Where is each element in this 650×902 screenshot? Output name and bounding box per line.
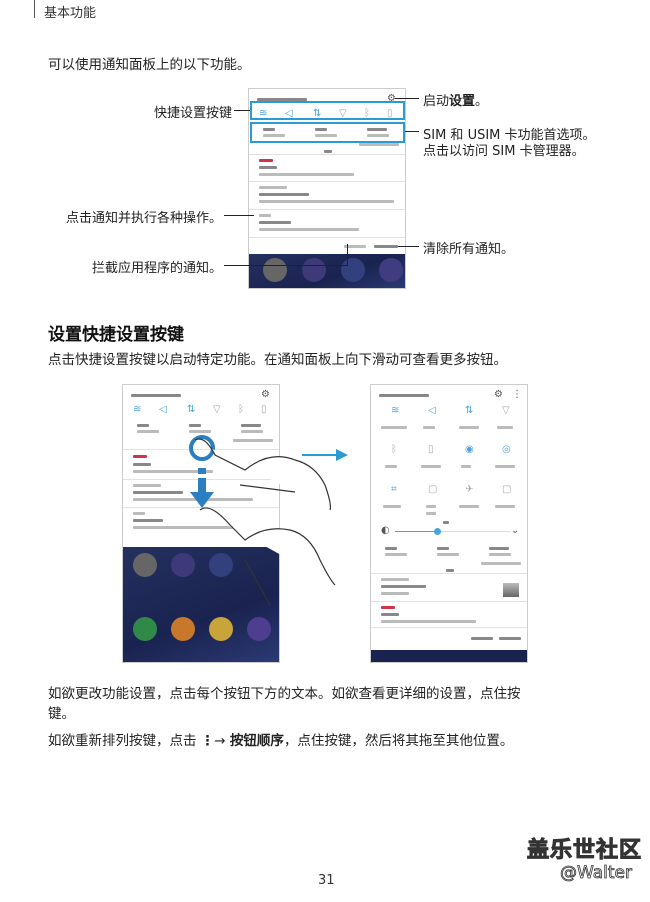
callout-quick-settings: 快捷设置按键	[153, 106, 232, 121]
callout-clear-all: 清除所有通知。	[423, 242, 515, 257]
swipe-down-screenshot: ⚙ ≋◁⇅▽ᛒ▯	[122, 384, 280, 663]
more-options-icon: ⋮	[200, 733, 215, 749]
watermark-user: @Walter	[560, 863, 633, 884]
gear-icon: ⚙	[494, 389, 503, 400]
brightness-slider	[395, 531, 510, 532]
swipe-gesture-illustration	[189, 435, 336, 606]
expanded-panel-screenshot: ⚙ ⋮ ≋◁⇅▽ ᛒ▯◉◎ ⌗▢✈▢ ◐ ⌄	[370, 384, 528, 663]
section-description: 点击快捷设置按键以启动特定功能。在通知面板上向下滑动可查看更多按钮。	[48, 352, 507, 368]
note2: 如欲重新排列按键，点击 ⋮→ 按钮顺序，点住按键，然后将其拖至其他位置。	[48, 733, 514, 749]
quick-settings-highlight	[250, 101, 405, 120]
note1-line2: 键。	[48, 706, 75, 722]
wifi-icon: ≋	[259, 108, 268, 119]
page-number: 31	[318, 873, 335, 888]
callout-sim-line2: 点击以访问 SIM 卡管理器。	[423, 144, 585, 159]
note1-line1: 如欲更改功能设置，点击每个按钮下方的文本。如欲查看更详细的设置，点住按	[48, 686, 521, 702]
section-heading: 设置快捷设置按键	[48, 325, 184, 345]
callout-tap-notification: 点击通知并执行各种操作。	[65, 211, 222, 226]
battery-icon: ▯	[387, 108, 393, 119]
gear-icon: ⚙	[387, 93, 396, 104]
watermark-brand: 盖乐世社区	[526, 838, 643, 864]
arrow-down-icon	[190, 492, 214, 508]
section-header: 基本功能	[44, 6, 97, 21]
callout-block-notifications: 拦截应用程序的通知。	[91, 261, 222, 276]
touch-point-icon	[189, 435, 215, 461]
hand-icon	[194, 438, 336, 606]
data-icon: ⇅	[313, 108, 322, 119]
header-divider	[34, 0, 35, 18]
callout-launch-settings: 启动设置。	[423, 94, 489, 109]
arrow-right-icon	[302, 449, 348, 461]
callout-sim-line1: SIM 和 USIM 卡功能首选项。	[423, 128, 596, 143]
gear-icon: ⚙	[261, 389, 270, 400]
bluetooth-icon: ᛒ	[364, 108, 370, 119]
sound-icon: ◁	[285, 108, 293, 119]
notification-panel-screenshot: ⚙ ≋ ◁ ⇅ ▽ ᛒ ▯	[248, 88, 406, 289]
more-options-icon: ⋮	[512, 389, 522, 400]
sim-highlight	[250, 122, 405, 143]
intro-text: 可以使用通知面板上的以下功能。	[48, 57, 251, 73]
flashlight-icon: ▽	[339, 108, 347, 119]
